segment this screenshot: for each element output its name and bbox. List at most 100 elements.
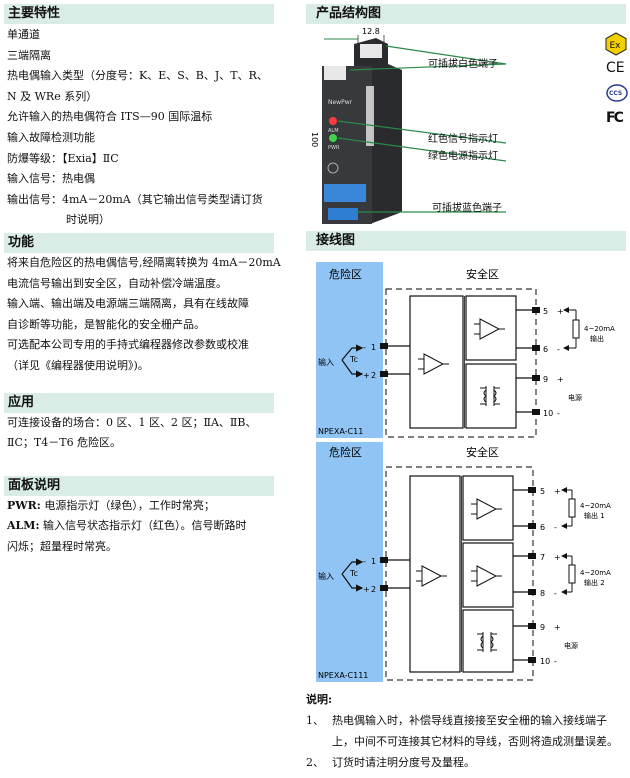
notes-title: 说明: xyxy=(306,693,333,706)
terminal-7 xyxy=(528,553,536,559)
leader-white-terminal-top xyxy=(385,45,507,65)
feature-line: 三端隔离 xyxy=(7,48,51,62)
svg-text:+: + xyxy=(554,553,561,562)
function-line: 电流信号输出到安全区，自动补偿冷端温度。 xyxy=(7,276,227,290)
svg-text:输出 2: 输出 2 xyxy=(584,578,605,587)
power-module-2 xyxy=(462,609,514,673)
terminal-9 xyxy=(528,623,536,629)
panel-item-pwr: PWR: 电源指示灯（绿色），工作时常亮； xyxy=(4,496,274,517)
feature-line: 输出信号：4mA－20mA（其它输出信号类型请订货 xyxy=(7,192,263,206)
svg-text:1: 1 xyxy=(371,343,376,352)
white-terminal-top xyxy=(360,44,382,58)
svg-text:-: - xyxy=(554,523,557,532)
output-module-1 xyxy=(465,295,517,361)
white-terminal-front xyxy=(324,66,346,80)
barrier-outline-1 xyxy=(385,288,537,438)
dim-height-label: 100 xyxy=(310,132,319,147)
note-item: 1、热电偶输入时，补偿导线直接接至安全栅的输入接线端子 xyxy=(306,714,607,727)
terminal-8 xyxy=(528,589,536,595)
feature-line: N 及 WRe 系列） xyxy=(7,89,98,103)
svg-text:4~20mA: 4~20mA xyxy=(584,325,615,333)
thermocouple-lead xyxy=(341,359,364,378)
svg-text:+: + xyxy=(557,307,564,316)
model-label: NPEXA-C11 xyxy=(318,427,363,436)
svg-text:输出: 输出 xyxy=(590,334,604,343)
svg-text:-: - xyxy=(554,657,557,666)
notes-section: 说明: 1、热电偶输入时，补偿导线直接接至安全栅的输入接线端子 上，中间不可连接… xyxy=(306,690,630,773)
svg-text:-: - xyxy=(557,345,560,354)
function-line: 输入端、输出端及电源端三端隔离，具有在线故障 xyxy=(7,297,249,311)
panel-item-alm: ALM: 输入信号状态指示灯（红色）。信号断路时 xyxy=(4,516,274,537)
function-heading: 功能 xyxy=(4,232,274,253)
terminal-2 xyxy=(380,585,388,591)
left-column: 主要特性 单通道 三端隔离 热电偶输入类型（分度号：K、E、S、B、J、T、R、… xyxy=(4,0,281,557)
sensor-label: Tc xyxy=(349,355,358,364)
transformer-icon xyxy=(480,386,500,406)
terminal-6 xyxy=(528,523,536,529)
panel-continuation: 闪烁；超量程时常亮。 xyxy=(7,539,117,553)
function-line: 自诊断等功能，是智能化的安全栅产品。 xyxy=(7,317,205,331)
thermocouple-lead xyxy=(341,558,364,575)
input-label: 输入 xyxy=(318,571,334,581)
hazard-zone-1 xyxy=(316,262,383,438)
input-module-2 xyxy=(409,475,461,673)
safe-label: 安全区 xyxy=(466,445,499,459)
panel-text: 电源指示灯（绿色），工作时常亮； xyxy=(44,498,215,512)
feature-line: 防爆等级：【Exia】ⅡC xyxy=(7,151,119,165)
fc-cert-icon: FC xyxy=(606,110,624,126)
hazard-label: 危险区 xyxy=(329,445,362,459)
svg-text:+: + xyxy=(554,623,561,632)
leader-white-terminal xyxy=(349,63,507,71)
terminal-5 xyxy=(532,307,540,313)
panel-text: 输入信号状态指示灯（红色）。信号断路时 xyxy=(43,519,247,533)
function-line: 将来自危险区的热电偶信号,经隔离转换为 4mA－20mA xyxy=(7,255,281,269)
hazard-zone-2 xyxy=(316,442,383,682)
panel-heading: 面板说明 xyxy=(4,475,274,496)
thermocouple-lead xyxy=(341,573,364,592)
alm-led-label: ALM xyxy=(328,128,339,134)
svg-text:2: 2 xyxy=(371,371,376,380)
feature-line: 输入信号：热电偶 xyxy=(7,172,95,186)
amplifier-icon xyxy=(418,318,505,375)
svg-text:5: 5 xyxy=(540,487,545,496)
dim-width-label: 12.8 xyxy=(362,27,380,36)
product-image: 12.8 100 NewPwr ALM PWR xyxy=(310,27,507,224)
svg-text:2: 2 xyxy=(371,585,376,594)
svg-text:-: - xyxy=(363,343,366,352)
svg-text:-: - xyxy=(557,409,560,418)
pwr-led xyxy=(329,134,337,142)
structure-heading: 产品结构图 xyxy=(306,4,626,24)
feature-line: 允许输入的热电偶符合 ITS—90 国际温标 xyxy=(7,110,213,124)
input-module-1 xyxy=(409,295,464,429)
safe-label: 安全区 xyxy=(466,267,499,281)
power-label: 电源 xyxy=(568,393,582,402)
power-module-1 xyxy=(465,363,517,429)
svg-text:7: 7 xyxy=(540,553,545,562)
svg-text:1: 1 xyxy=(371,557,376,566)
panel-key: PWR: xyxy=(7,498,41,512)
terminal-2 xyxy=(380,371,388,377)
svg-text:4~20mA: 4~20mA xyxy=(580,569,611,577)
wiring-diagram: 危险区 安全区 1 - 2 + Tc 输入 NPEXA xyxy=(316,262,615,682)
barrier-outline-2 xyxy=(385,466,534,681)
svg-text:6: 6 xyxy=(543,345,548,354)
svg-text:+: + xyxy=(363,371,370,380)
output-module-2b xyxy=(462,542,514,608)
alm-led xyxy=(329,117,337,125)
diagram-npexa-c11: 危险区 安全区 1 - 2 + Tc 输入 NPEXA xyxy=(316,262,615,438)
svg-text:4~20mA: 4~20mA xyxy=(580,502,611,510)
feature-line: 单通道 xyxy=(7,28,40,41)
terminal-10 xyxy=(528,657,536,663)
svg-text:Ex: Ex xyxy=(610,41,622,51)
ce-cert-icon: CE xyxy=(606,60,625,76)
svg-text:+: + xyxy=(363,585,370,594)
features-heading: 主要特性 xyxy=(4,4,274,24)
svg-text:9: 9 xyxy=(543,375,548,384)
device-label-strip xyxy=(366,86,374,146)
blue-terminal-front xyxy=(324,184,366,202)
hazard-label: 危险区 xyxy=(329,267,362,281)
note-item: 2、订货时请注明分度号及量程。 xyxy=(306,756,475,769)
load-resistor-icon xyxy=(568,498,576,518)
svg-text:+: + xyxy=(557,375,564,384)
model-label: NPEXA-C111 xyxy=(318,671,368,680)
